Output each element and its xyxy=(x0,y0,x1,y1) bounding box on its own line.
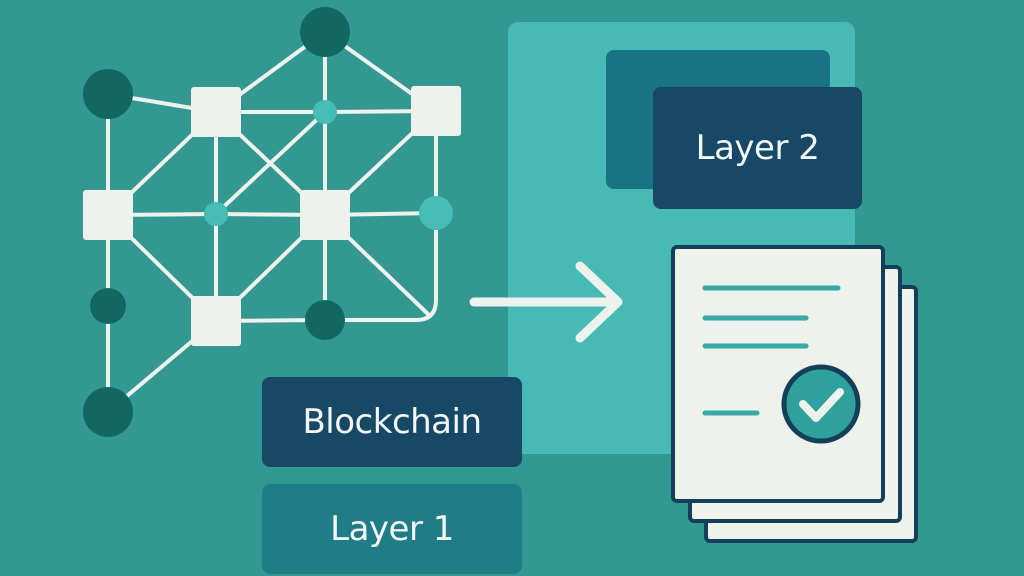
layer1-label: Layer 1 xyxy=(330,509,454,549)
layer2-label-box: Layer 2 xyxy=(653,87,862,209)
network-node-circle xyxy=(313,100,337,124)
network-node-square xyxy=(191,296,241,346)
network-edge xyxy=(214,110,327,216)
blockchain-label: Blockchain xyxy=(302,402,482,442)
network-node-square xyxy=(300,190,350,240)
checkmark-icon xyxy=(799,388,844,422)
network-node-circle xyxy=(419,196,453,230)
network-node-circle xyxy=(204,202,228,226)
network-node-circle xyxy=(83,387,133,437)
layer2-label: Layer 2 xyxy=(695,128,820,168)
checkmark-circle-icon xyxy=(781,364,861,444)
layer1-label-box: Layer 1 xyxy=(262,484,522,574)
network-node-circle xyxy=(305,300,345,340)
network-node-square xyxy=(411,86,461,136)
network-node-circle xyxy=(90,288,126,324)
network-node-circle xyxy=(300,7,350,57)
network-nodes xyxy=(83,7,461,437)
arrow-right-shape xyxy=(469,261,623,343)
network-node-circle xyxy=(83,69,133,119)
network-node-square xyxy=(191,87,241,137)
document-front xyxy=(671,245,885,503)
blockchain-label-box: Blockchain xyxy=(262,377,522,467)
network-node-square xyxy=(83,190,133,240)
network-edge xyxy=(325,230,438,322)
